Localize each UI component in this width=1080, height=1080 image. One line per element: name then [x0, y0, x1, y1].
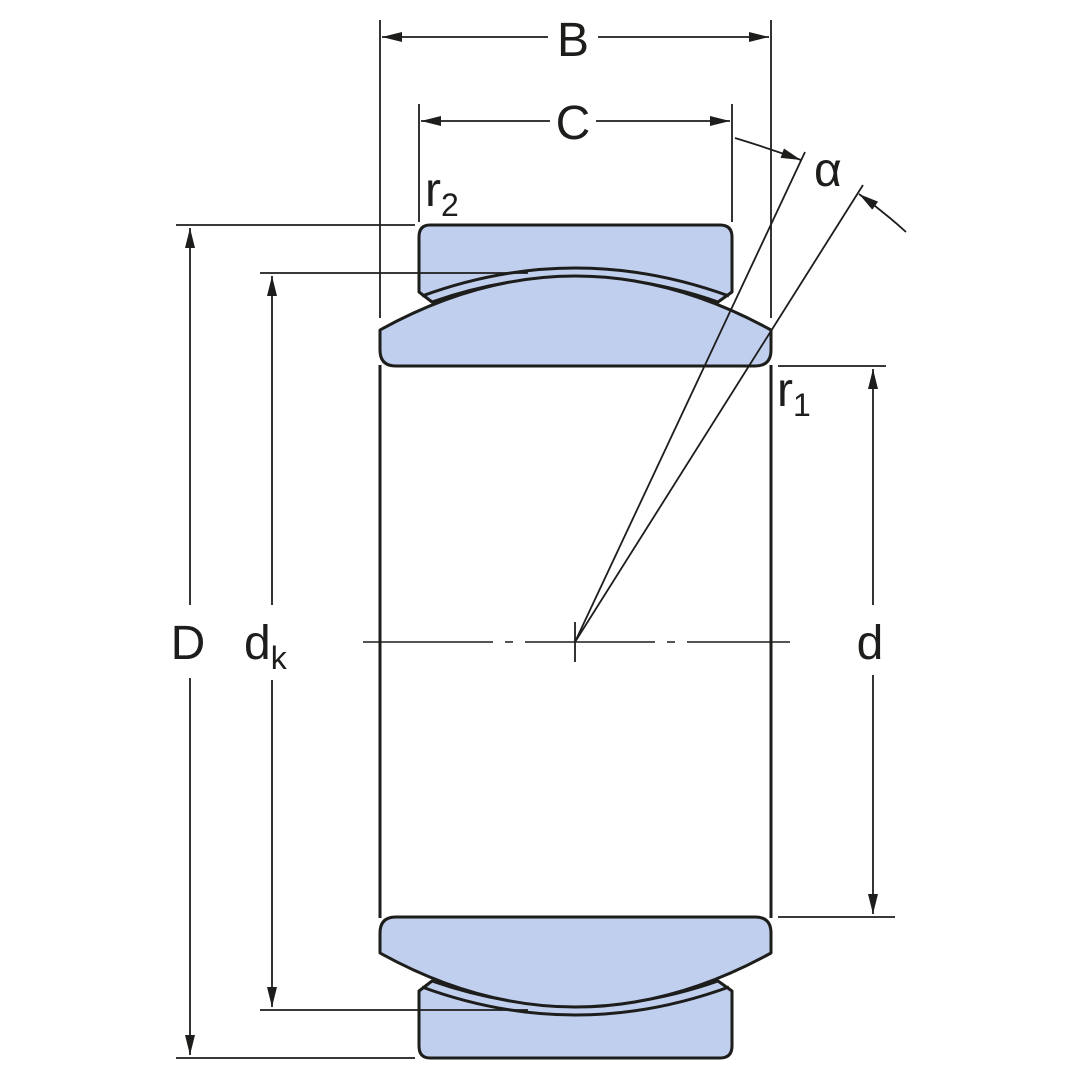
- alpha-arrow-left: [734, 137, 802, 161]
- sphere-contact-arc-bottom: [421, 985, 730, 1017]
- dimension-d: d: [778, 365, 895, 918]
- dimension-C: C: [418, 97, 733, 222]
- label-r1-base: r: [777, 364, 793, 417]
- label-dk-sub: k: [271, 640, 288, 676]
- dimension-B: B: [379, 14, 772, 318]
- label-alpha: α: [814, 144, 842, 197]
- label-r1: r1: [777, 364, 811, 423]
- dimension-D: D: [171, 224, 415, 1059]
- dimension-alpha: α: [574, 137, 907, 643]
- label-r2-sub: 2: [441, 187, 459, 223]
- alpha-ray-2: [574, 184, 864, 643]
- svg-text:dk: dk: [244, 617, 288, 676]
- dimension-dk: dk: [244, 272, 528, 1011]
- alpha-arrow-right: [858, 193, 907, 233]
- alpha-ray-1: [574, 151, 806, 643]
- label-C: C: [556, 97, 591, 150]
- label-r2-base: r: [425, 164, 441, 217]
- inner-ring-bottom: [378, 915, 773, 1009]
- label-B: B: [557, 14, 589, 67]
- label-dk-base: d: [244, 617, 271, 670]
- bearing-body: [378, 223, 773, 1060]
- svg-text:r1: r1: [777, 364, 811, 423]
- label-r2: r2: [425, 164, 459, 223]
- label-D: D: [171, 617, 206, 670]
- label-r1-sub: 1: [793, 387, 811, 423]
- svg-text:r2: r2: [425, 164, 459, 223]
- sphere-contact-arc-top: [421, 266, 730, 298]
- label-d: d: [857, 617, 884, 670]
